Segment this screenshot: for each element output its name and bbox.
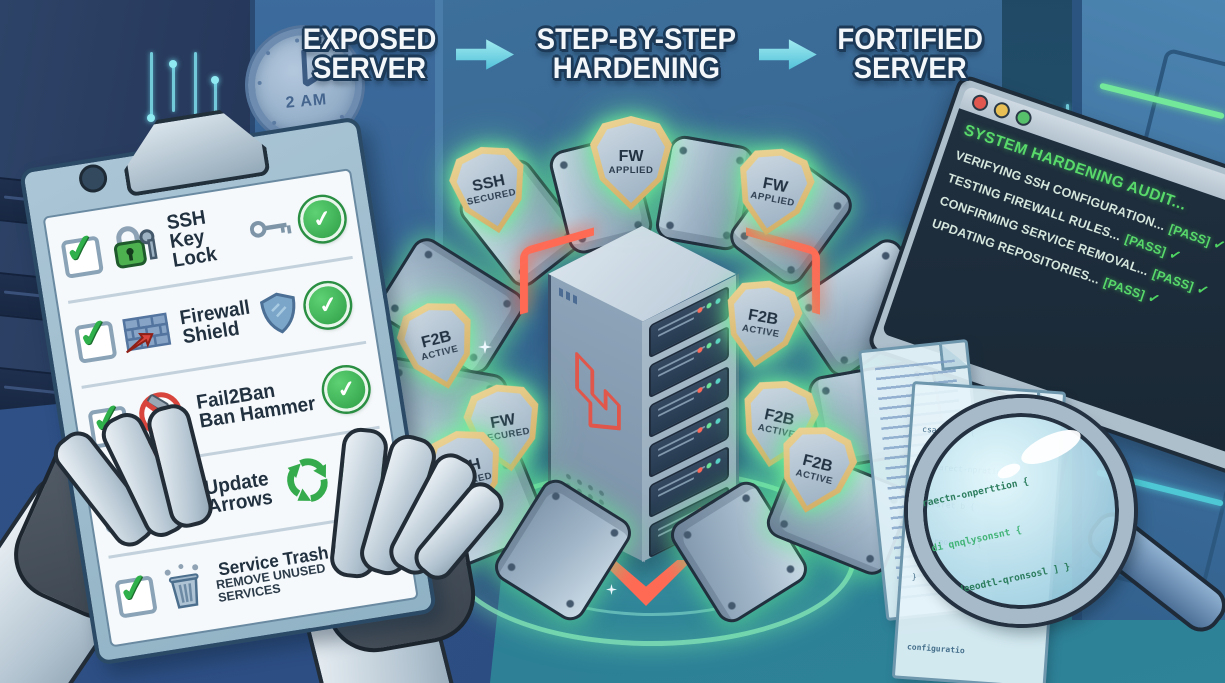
- checkbox: ✓: [114, 565, 158, 619]
- clock-time-label: 2 AM: [284, 91, 328, 112]
- magnifier-glass: @raectn-onperttion { di qnqlysonsnt { ( …: [908, 398, 1134, 624]
- checkbox: ✓: [73, 311, 118, 364]
- laravel-logo: [575, 352, 621, 431]
- traffic-light-green-icon: [1013, 107, 1034, 128]
- firewall-icon: [118, 305, 175, 361]
- key-icon: [249, 220, 292, 238]
- status-check-badge: ✓: [297, 193, 348, 244]
- checkbox: ✓: [60, 226, 104, 279]
- status-check-badge: ✓: [303, 279, 354, 330]
- flow-arrow-icon: [758, 39, 817, 70]
- status-check-badge: ✓: [321, 363, 372, 415]
- server-left-face: [548, 274, 645, 563]
- magnified-code-block: @raectn-onperttion { di qnqlysonsnt { ( …: [915, 476, 1072, 601]
- lock-key-icon: [105, 219, 164, 278]
- check-icon: ✓: [114, 565, 153, 612]
- server-tower: [548, 226, 739, 563]
- recycle-arrows-icon: [276, 450, 340, 515]
- shield-icon: [260, 292, 296, 333]
- traffic-light-red-icon: [969, 92, 991, 113]
- check-icon: ✓: [74, 310, 113, 358]
- flow-arrow-icon: [456, 39, 515, 70]
- sparkle: [606, 584, 617, 595]
- traffic-light-yellow-icon: [991, 100, 1012, 121]
- trash-bin-icon: [159, 559, 213, 619]
- check-icon: ✓: [60, 225, 99, 273]
